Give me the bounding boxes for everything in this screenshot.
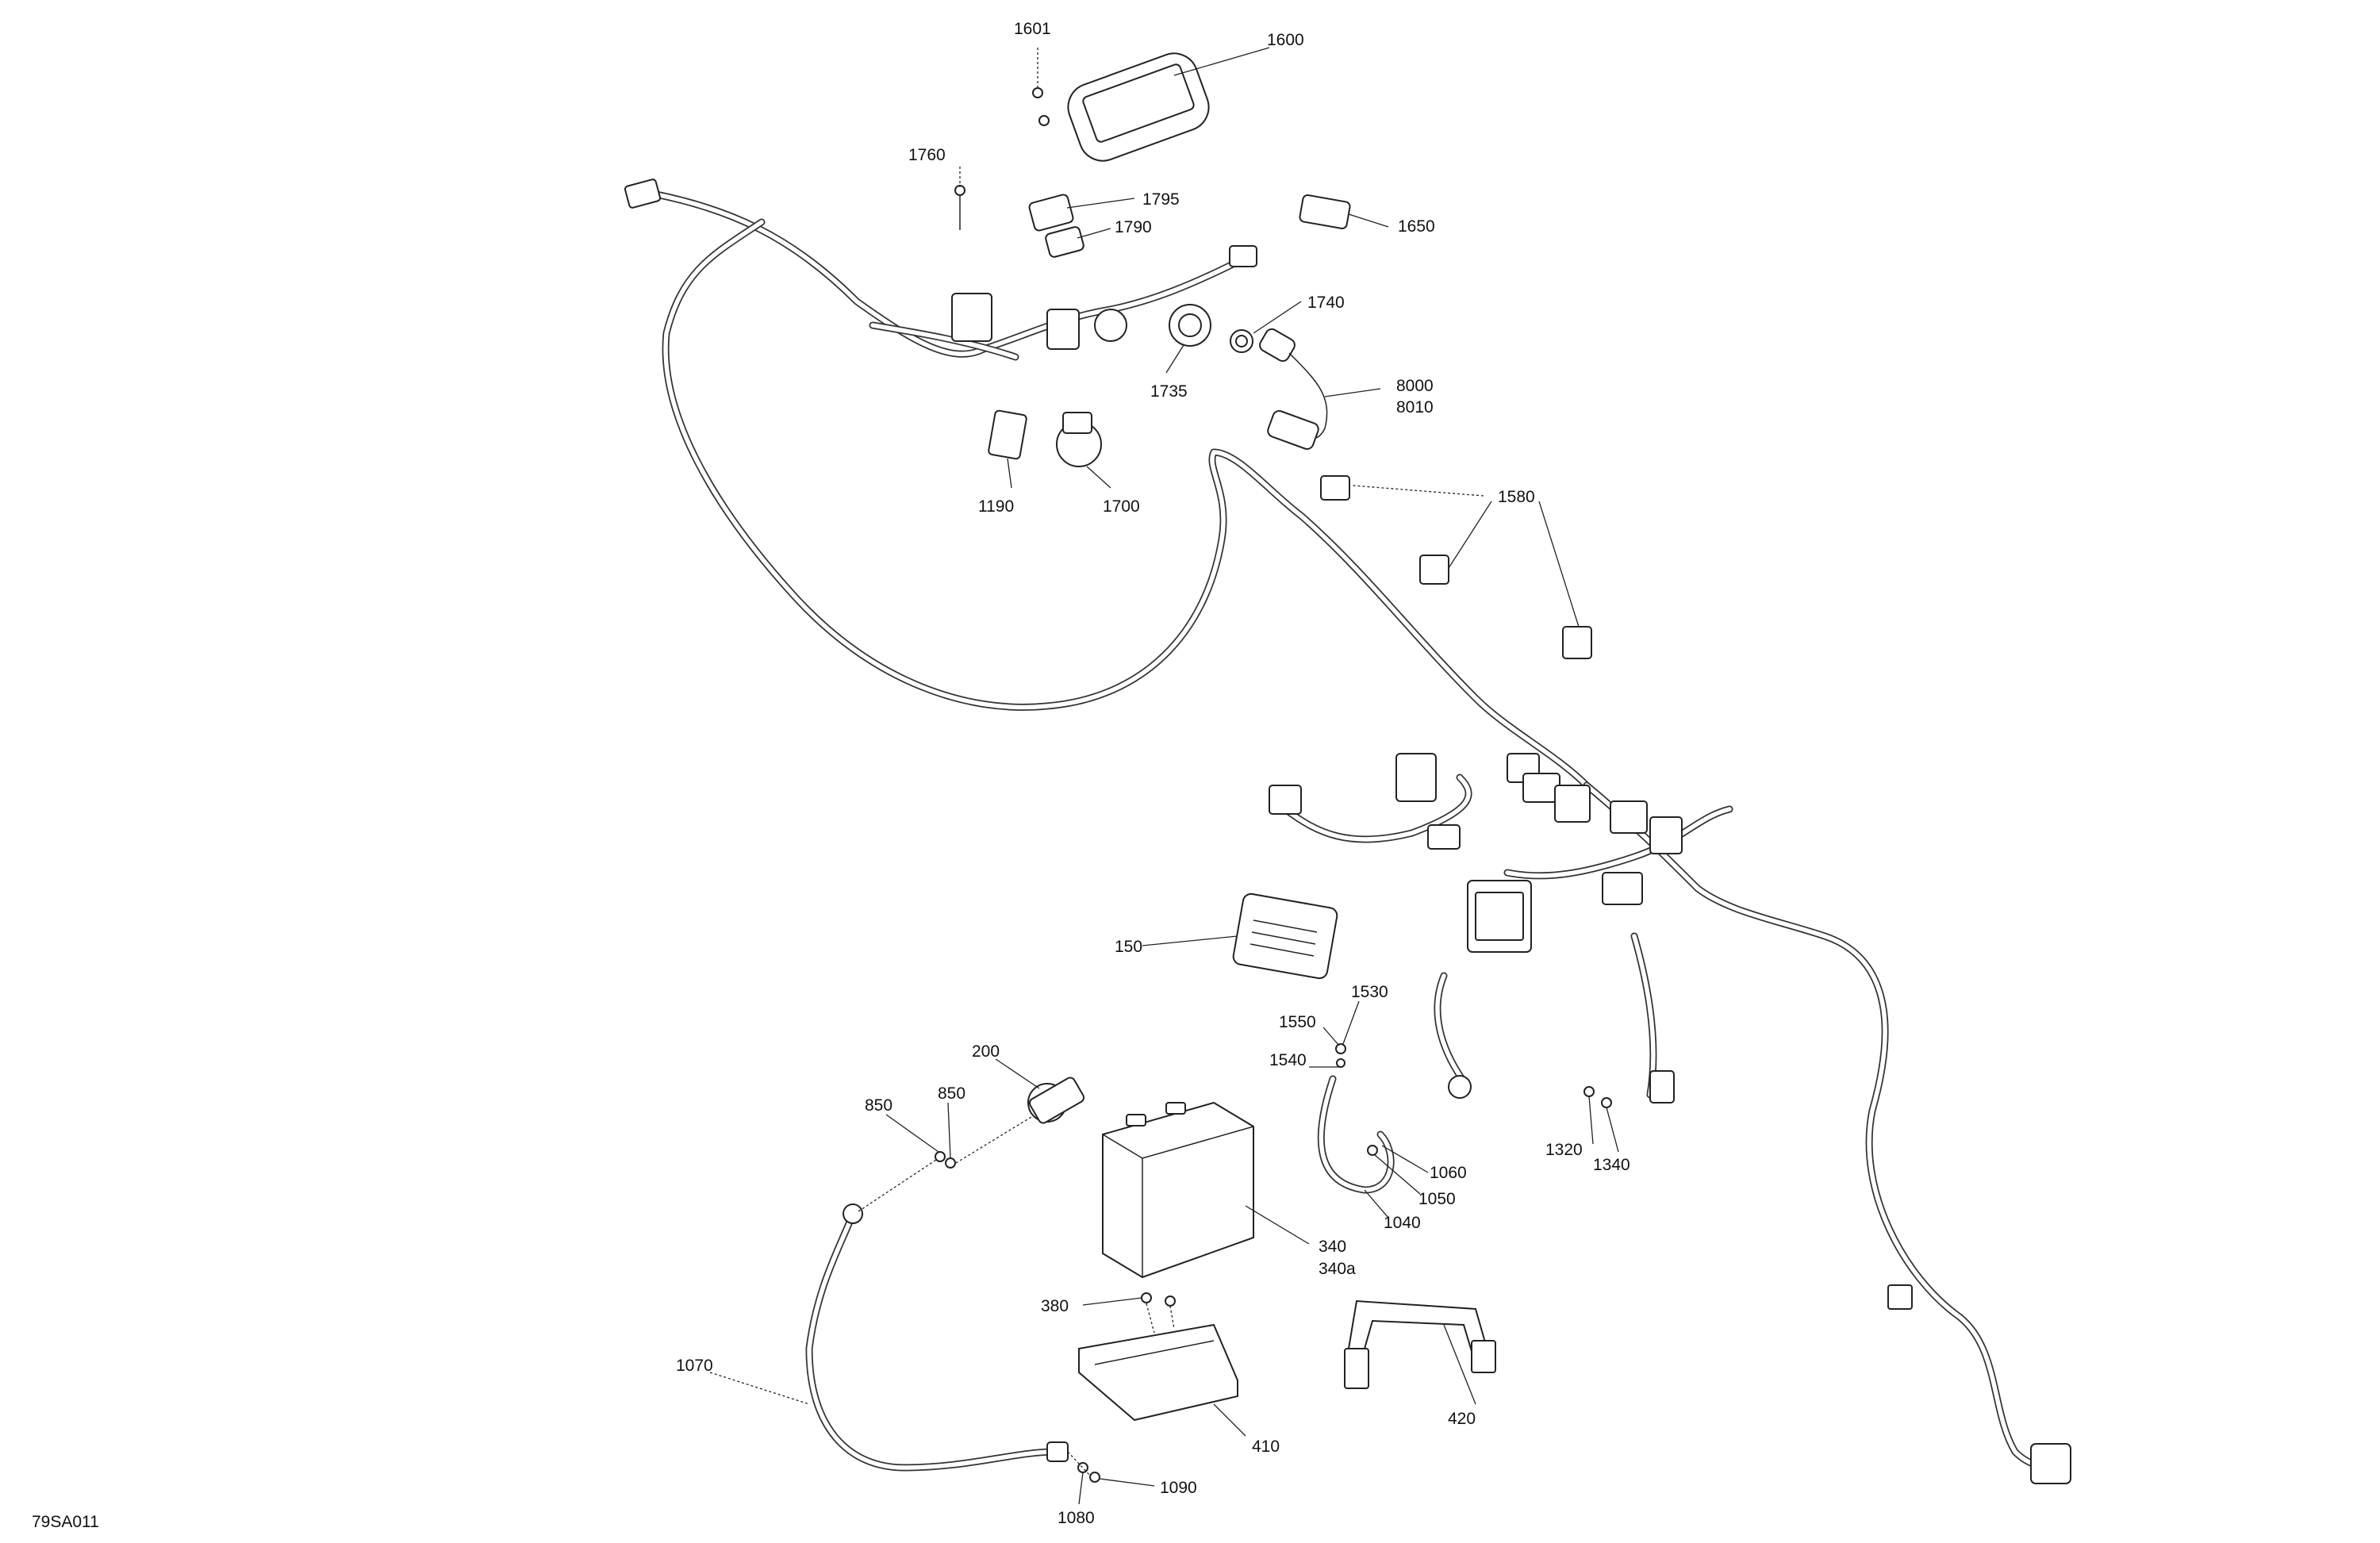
- callout-340a: 340a: [1319, 1260, 1356, 1278]
- bolt-1320: [1583, 1086, 1595, 1097]
- callout-340: 340: [1319, 1238, 1346, 1256]
- callout-380: 380: [1041, 1297, 1069, 1315]
- leader-lines: [709, 47, 1619, 1505]
- callout-420: 420: [1448, 1410, 1476, 1428]
- strap-420: [1344, 1299, 1496, 1389]
- battery-tray-410: [1078, 1323, 1238, 1422]
- callout-850-right: 850: [938, 1084, 965, 1103]
- callout-1040: 1040: [1384, 1214, 1421, 1232]
- callout-1050: 1050: [1418, 1190, 1456, 1208]
- callout-1601: 1601: [1014, 20, 1051, 38]
- screw-1530: [1335, 1043, 1346, 1068]
- callout-1530: 1530: [1351, 983, 1388, 1001]
- cable-1040: [1317, 1075, 1395, 1194]
- callout-1760: 1760: [908, 146, 946, 164]
- callout-1540: 1540: [1269, 1051, 1307, 1069]
- callout-8010: 8010: [1396, 398, 1434, 416]
- callout-1080: 1080: [1058, 1509, 1095, 1527]
- display-gauge: [1067, 52, 1210, 162]
- callout-1320: 1320: [1545, 1141, 1583, 1159]
- nut-1090: [1089, 1472, 1100, 1483]
- callout-200: 200: [972, 1042, 1000, 1061]
- switch-1790: [1045, 226, 1084, 258]
- callout-150: 150: [1115, 938, 1142, 956]
- nut-1340: [1601, 1097, 1612, 1108]
- switch-1190: [988, 409, 1027, 460]
- battery-340: [1102, 1101, 1254, 1279]
- cable-1070: [805, 1203, 1069, 1472]
- solenoid-200: [1027, 1077, 1085, 1124]
- callout-1090: 1090: [1160, 1479, 1197, 1497]
- callout-1740: 1740: [1307, 294, 1345, 312]
- clips-1580: [1320, 475, 1592, 659]
- callout-1650: 1650: [1398, 217, 1435, 236]
- connector-1700: [1056, 412, 1102, 467]
- screw-1601: [1032, 87, 1050, 126]
- callout-1735: 1735: [1150, 382, 1188, 401]
- connector-1650: [1299, 194, 1351, 230]
- callout-1550: 1550: [1279, 1013, 1316, 1031]
- callout-1580: 1580: [1498, 488, 1535, 506]
- callout-850-left: 850: [865, 1096, 892, 1115]
- screws-380: [1141, 1292, 1176, 1307]
- callout-1700: 1700: [1103, 497, 1140, 516]
- callout-labels: 1601 1600 1760 1795 1790 1650 1740 1735 …: [676, 20, 1630, 1527]
- callout-1340: 1340: [1593, 1156, 1630, 1174]
- callout-1790: 1790: [1115, 218, 1152, 236]
- harness-connectors: [624, 178, 2071, 1484]
- washers-850: [935, 1151, 956, 1169]
- callout-1060: 1060: [1430, 1164, 1467, 1182]
- callout-8000: 8000: [1396, 377, 1434, 395]
- cable-8000: [1259, 328, 1328, 450]
- bolt-1060: [1367, 1145, 1378, 1156]
- nut-1740: [1230, 329, 1253, 353]
- callout-1795: 1795: [1142, 190, 1180, 209]
- regulator-150: [1232, 892, 1338, 980]
- diagram-code: 79SA011: [32, 1513, 99, 1531]
- callout-1190: 1190: [978, 497, 1014, 516]
- screw-1760: [954, 185, 965, 230]
- switch-1795: [1028, 194, 1074, 232]
- washer-1080: [1077, 1462, 1088, 1473]
- callout-410: 410: [1252, 1437, 1280, 1456]
- callout-1070: 1070: [676, 1357, 713, 1375]
- callout-1600: 1600: [1267, 31, 1304, 49]
- socket-1735: [1169, 304, 1211, 347]
